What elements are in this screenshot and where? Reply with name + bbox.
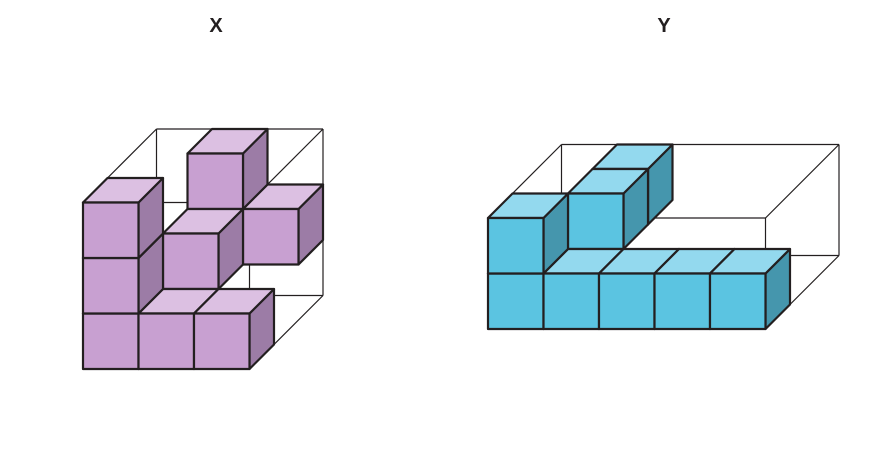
figure-x-label: X (209, 15, 223, 37)
unit-cube (186, 127, 269, 211)
cube-front-face (708, 272, 767, 331)
cube-front-face (161, 232, 220, 291)
cube-front-face (81, 201, 140, 260)
unit-cube (81, 176, 165, 260)
cube-front-face (542, 272, 601, 331)
figure-x-cube-structure (81, 127, 325, 371)
unit-cube (241, 183, 325, 266)
cube-front-face (81, 312, 140, 371)
unit-cube (161, 207, 245, 291)
cube-front-face (192, 312, 251, 371)
cube-front-face (486, 272, 545, 331)
cube-front-face (137, 312, 196, 371)
cube-front-face (81, 256, 140, 315)
unit-cube (486, 192, 570, 275)
box-edge (765, 144, 840, 219)
cube-front-face (653, 272, 712, 331)
unit-cube (192, 287, 276, 371)
cube-front-face (186, 152, 245, 211)
cube-front-face (597, 272, 656, 331)
cube-front-face (241, 207, 300, 266)
cube-front-face (566, 192, 625, 251)
figure-y-label: Y (657, 15, 671, 37)
unit-cube (566, 167, 650, 251)
unit-cube (708, 247, 792, 331)
cube-front-face (486, 216, 545, 275)
figure-y-cube-structure (486, 143, 840, 331)
